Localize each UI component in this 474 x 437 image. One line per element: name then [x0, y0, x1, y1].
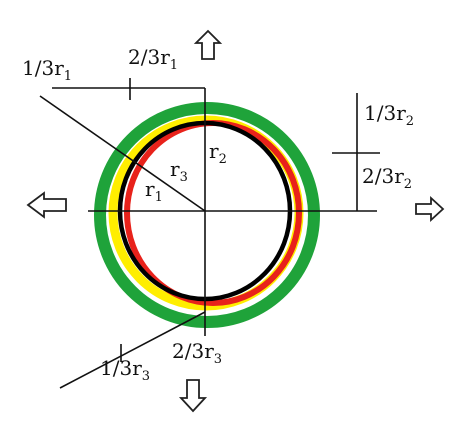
r1-diagonal: [39, 95, 206, 212]
right-arrow-icon: [415, 195, 445, 223]
guide-lines: [39, 78, 380, 389]
ring-group: [94, 102, 320, 328]
arrow-group: [26, 29, 445, 413]
up-arrow-icon: [193, 29, 223, 60]
r3-third-label: 1/3r3: [100, 356, 150, 384]
r3-two-thirds-label: 2/3r3: [172, 339, 222, 367]
down-arrow-icon: [178, 379, 208, 413]
r1-third-label: 1/3r1: [22, 56, 72, 84]
r3-inner-label: r3: [170, 157, 188, 185]
left-arrow-icon: [26, 191, 67, 219]
r1-two-thirds-label: 2/3r1: [128, 45, 178, 73]
r3-diagonal: [59, 311, 206, 389]
r2-inner-label: r2: [209, 139, 227, 167]
r2-two-thirds-label: 2/3r2: [362, 164, 412, 192]
r2-third-label: 1/3r2: [364, 101, 414, 129]
r1-inner-label: r1: [145, 177, 163, 205]
green-ring: [94, 102, 320, 328]
label-group: 1/3r1 2/3r1 1/3r2 2/3r2 1/3r3 2/3r3 r1 r…: [22, 45, 414, 384]
